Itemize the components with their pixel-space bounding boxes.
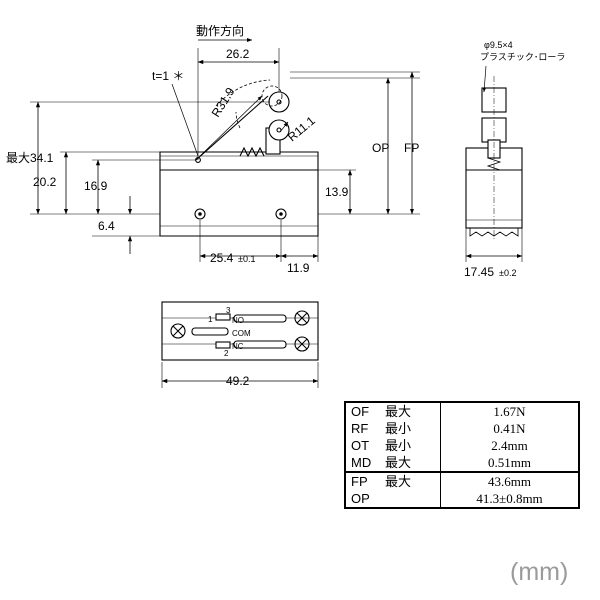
spec-qual-md: 最大 (385, 455, 412, 470)
dim-26-2-label: 26.2 (226, 47, 250, 61)
terminal-number-3: 3 (226, 306, 231, 315)
roller-material-label: プラスチック･ローラ (480, 52, 565, 62)
terminal-view (161, 301, 319, 388)
swing-arc-r11 (235, 111, 241, 129)
spec-row-op: OP 41.3±0.8mm (345, 490, 579, 508)
terminal-small-2 (215, 341, 231, 349)
spec-abbr-of: OF (351, 404, 370, 419)
r31-leader (199, 95, 263, 157)
unit-label: (mm) (510, 558, 569, 586)
lever-arm (195, 95, 269, 161)
front-base-terminals (469, 228, 519, 237)
side-view (30, 37, 420, 262)
mount-hole-right-center (279, 212, 283, 216)
dim-25-4-label: 25.4 (210, 251, 234, 265)
terminal-body (161, 301, 319, 361)
screw-rt-slot-b (296, 312, 308, 324)
roller-leader (482, 65, 487, 93)
r11-leader (279, 121, 289, 133)
roller-lower (268, 119, 290, 141)
terminal-number-1: 1 (208, 315, 213, 324)
mount-hole-right (275, 208, 287, 220)
spec-abbr-op: OP (351, 491, 370, 506)
terminal-blade-nc (233, 340, 287, 349)
terminal-blade-no (233, 314, 287, 323)
terminal-blade-com (191, 327, 229, 336)
op-label: OP (372, 141, 389, 155)
dim-17-45-label: 17.45 (464, 265, 494, 279)
dim-17-45-tolerance: ±0.2 (499, 268, 516, 278)
spec-value-of: 1.67N (493, 404, 526, 419)
dim-13-9-label: 13.9 (325, 185, 349, 199)
spec-qual-fp: 最大 (385, 474, 412, 489)
screw-left (170, 323, 186, 339)
screw-right-top (294, 310, 310, 326)
spec-row-md: MD 最大 0.51mm (345, 454, 579, 472)
terminal-label-nc: NC (232, 342, 244, 351)
roller-upper-axle (276, 99, 282, 105)
thickness-note: t=1 ＊ (152, 69, 184, 83)
spec-row-ot: OT 最小 2.4mm (345, 437, 579, 454)
spec-abbr-rf: RF (351, 421, 369, 436)
mount-hole-left-center (198, 212, 202, 216)
spec-abbr-fp: FP (351, 474, 368, 489)
spec-row-fp: FP 最大 43.6mm (345, 471, 579, 490)
return-spring (239, 146, 265, 158)
spec-qual-of: 最大 (385, 404, 412, 419)
spec-value-md: 0.51mm (488, 455, 531, 470)
screw-left-slot-b (172, 325, 184, 337)
radius-11-1-label: R11.1 (285, 113, 318, 144)
spec-row-of: OF 最大 1.67N (345, 402, 579, 420)
spec-value-fp: 43.6mm (440, 471, 579, 490)
roller-size-label: φ9.5×4 (484, 40, 513, 50)
spec-value-ot: 2.4mm (491, 438, 528, 453)
spec-abbr-md: MD (351, 455, 372, 470)
switch-body-outline (159, 151, 319, 237)
screw-right-bottom (294, 336, 310, 352)
terminal-label-com: COM (232, 329, 251, 338)
roller-upper (268, 91, 290, 113)
spec-abbr-ot: OT (351, 438, 370, 453)
direction-label: 動作方向 (196, 23, 244, 38)
terminal-number-2: 2 (224, 349, 229, 358)
spec-row-rf: RF 最小 0.41N (345, 420, 579, 437)
dim-20-2-label: 20.2 (33, 175, 57, 189)
front-view (465, 65, 523, 262)
dim-6-4-label: 6.4 (98, 219, 115, 233)
dim-25-4-tolerance: ±0.1 (238, 254, 255, 264)
dim-11-9-label: 11.9 (287, 261, 310, 275)
dim-49-2-label: 49.2 (226, 374, 250, 388)
terminal-label-no: NO (232, 316, 244, 325)
screw-rb-slot-b (296, 338, 308, 350)
terminal-small-1 (215, 313, 231, 321)
spec-value-rf: 0.41N (493, 421, 526, 436)
dim-16-9-label: 16.9 (84, 179, 108, 193)
spec-qual-rf: 最小 (385, 421, 412, 436)
spec-qual-ot: 最小 (385, 438, 412, 453)
dim-max-34-1-label: 最大34.1 (6, 151, 54, 165)
fp-label: FP (404, 141, 419, 155)
mount-hole-left (194, 208, 206, 220)
spec-table: OF 最大 1.67N RF 最小 0.41N OT 最小 2.4mm MD 最大 0.… (344, 401, 580, 509)
roller-lower-axle (276, 127, 282, 133)
spec-value-op: 41.3±0.8mm (476, 491, 543, 506)
thickness-leader (171, 83, 199, 157)
